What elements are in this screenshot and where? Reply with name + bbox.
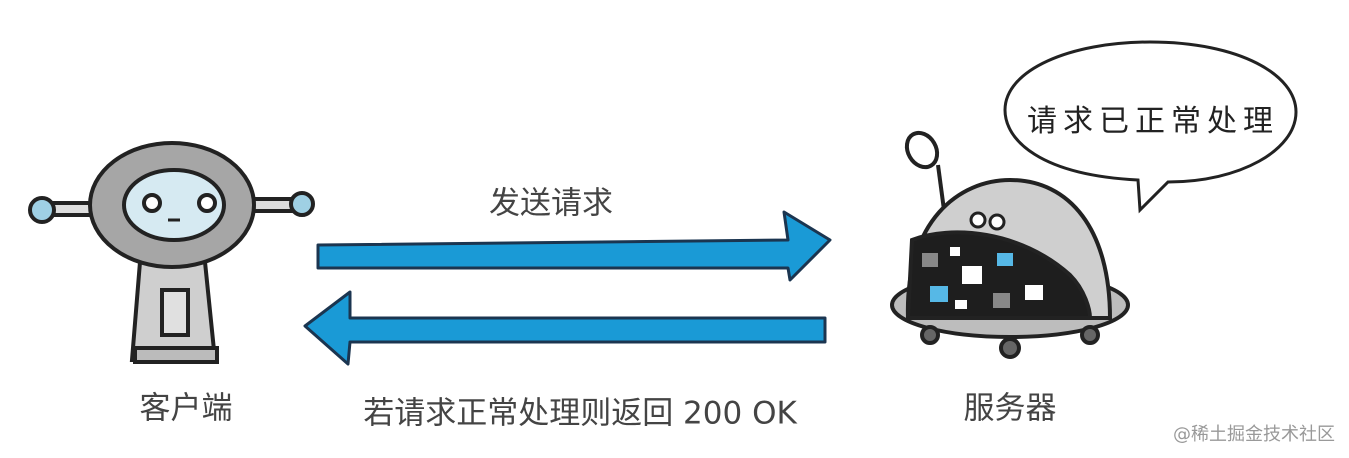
speech-text: 请求已正常处理 xyxy=(1027,104,1279,139)
request-label: 发送请求 xyxy=(489,185,613,222)
request-arrow xyxy=(316,210,832,282)
speech-bubble xyxy=(1003,40,1298,214)
response-arrow xyxy=(303,290,827,366)
client-robot-icon xyxy=(28,141,315,364)
server-label: 服务器 xyxy=(963,390,1057,427)
server-lights xyxy=(922,247,1043,309)
client-label: 客户端 xyxy=(139,390,233,427)
response-label: 若请求正常处理则返回 200 OK xyxy=(363,395,797,432)
watermark: @稀土掘金技术社区 xyxy=(1173,424,1335,445)
